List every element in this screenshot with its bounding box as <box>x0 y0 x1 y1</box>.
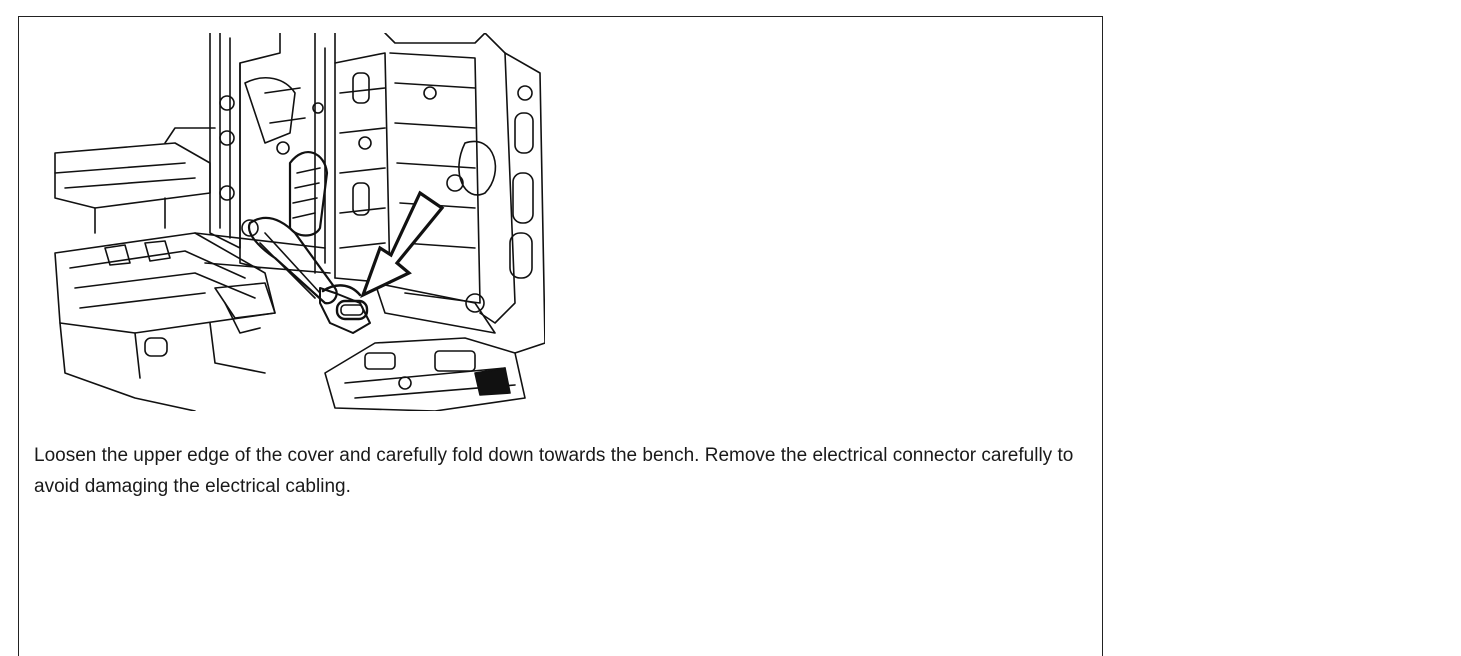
seat-frame-drawing <box>54 33 545 411</box>
step-instruction-text: Loosen the upper edge of the cover and c… <box>34 445 1074 497</box>
instruction-step-panel: Loosen the upper edge of the cover and c… <box>18 16 1103 656</box>
seat-frame-illustration <box>54 33 545 411</box>
arrow-down-left-icon <box>360 190 445 299</box>
